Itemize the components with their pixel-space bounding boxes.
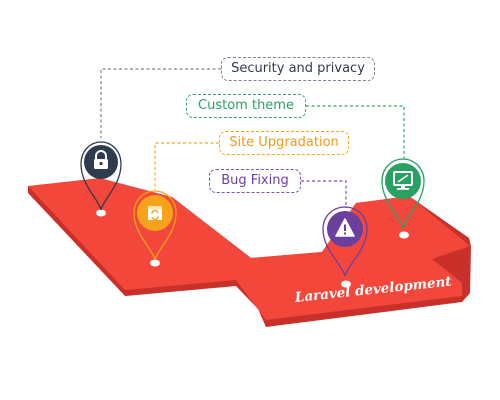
pin-theme-head bbox=[385, 163, 421, 199]
pin-bug-outline bbox=[322, 206, 368, 277]
pin-theme bbox=[381, 158, 425, 229]
connector-bug bbox=[301, 180, 347, 208]
pin-theme-outline bbox=[381, 158, 425, 229]
pin-dot-theme bbox=[399, 231, 409, 239]
connector-security bbox=[100, 68, 221, 138]
pin-upgrade-outline bbox=[133, 190, 177, 261]
pin-dot-security bbox=[96, 209, 106, 217]
connector-theme bbox=[306, 105, 405, 160]
label-custom-theme: Custom theme bbox=[186, 94, 306, 118]
connector-upgrade bbox=[154, 142, 219, 190]
label-security-and-privacy: Security and privacy bbox=[221, 57, 375, 81]
connectors bbox=[100, 68, 405, 208]
pin-security bbox=[80, 141, 122, 211]
lock-icon bbox=[94, 150, 108, 169]
pin-upgrade bbox=[133, 190, 177, 261]
pin-dot-upgrade bbox=[150, 259, 160, 267]
pin-dots bbox=[96, 209, 409, 288]
warning-icon bbox=[335, 218, 355, 237]
label-site-upgradation: Site Upgradation bbox=[219, 131, 349, 155]
label-bug-fixing: Bug Fixing bbox=[209, 169, 301, 193]
pin-bug bbox=[322, 206, 368, 277]
platform bbox=[28, 178, 471, 327]
pin-dot-bug bbox=[341, 280, 351, 288]
monitor-icon bbox=[393, 171, 413, 190]
pin-security-outline bbox=[80, 141, 122, 211]
refresh-document-icon bbox=[148, 206, 162, 221]
